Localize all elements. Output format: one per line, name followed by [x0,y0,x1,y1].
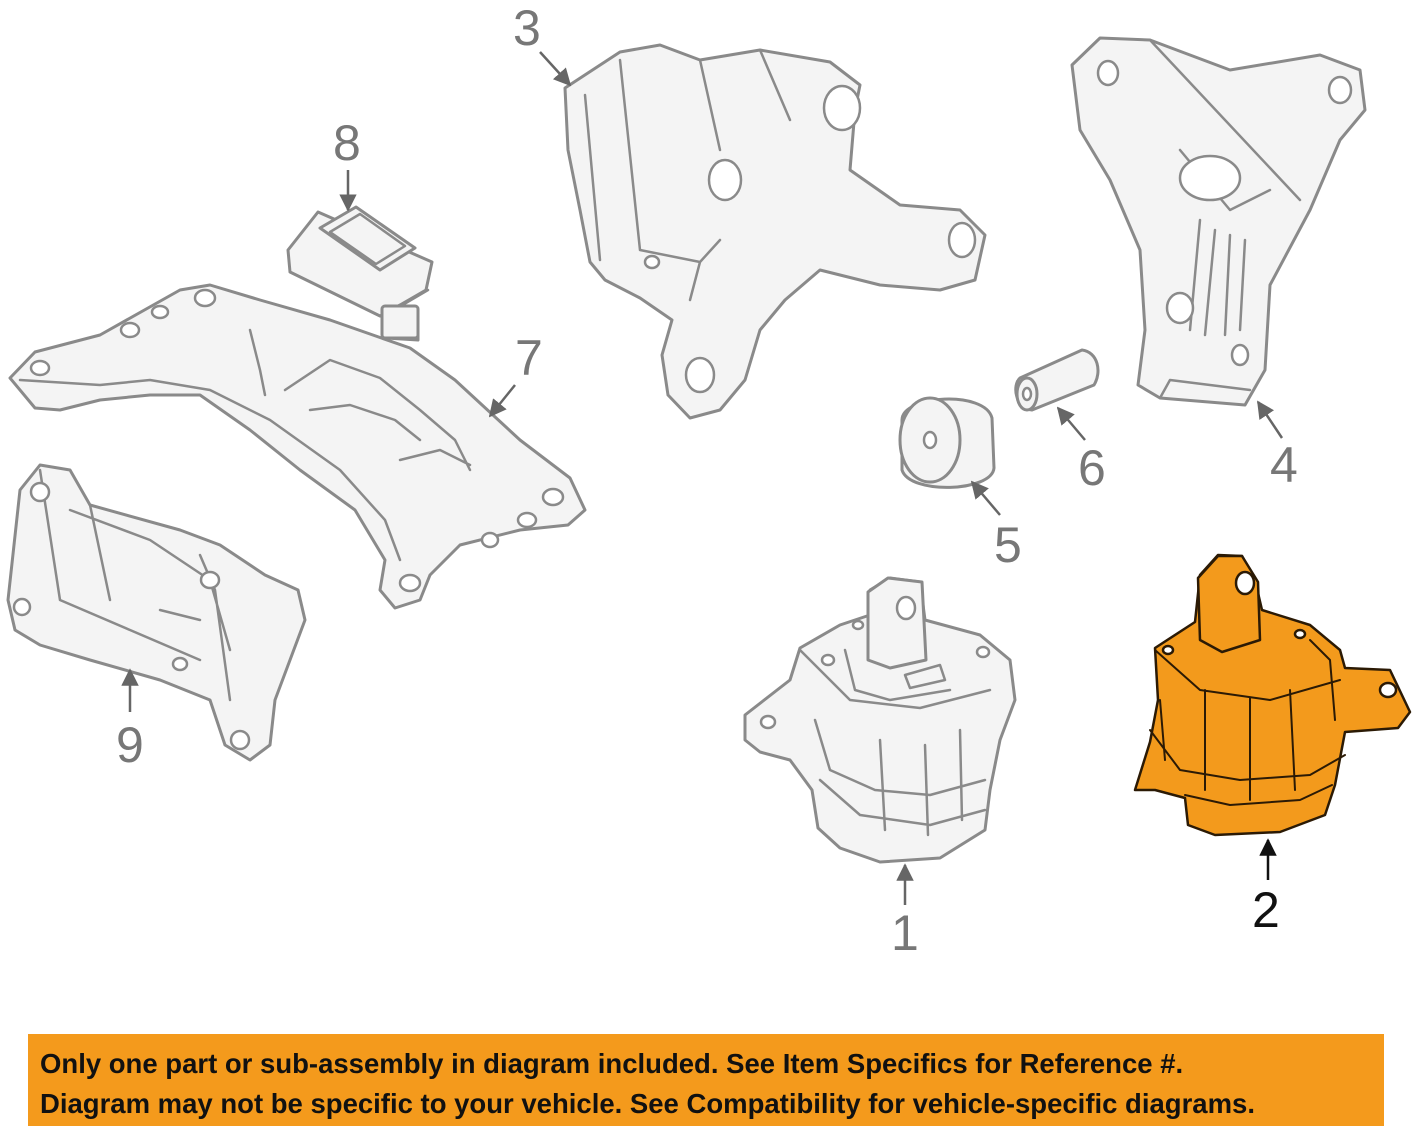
part-7-transmission-crossmember [8,283,587,610]
part-8-transmission-mount [286,205,434,342]
callout-number-5: 5 [994,517,1022,573]
part-6-spacer-sleeve [1014,348,1100,412]
disclaimer-line-2: Diagram may not be specific to your vehi… [40,1088,1255,1119]
callout-number-7: 7 [515,330,543,386]
disclaimer-line-1: Only one part or sub-assembly in diagram… [40,1048,1184,1079]
callout-number-3: 3 [513,0,541,56]
part-1-engine-mount [743,576,1017,864]
callout-number-1: 1 [891,905,919,961]
part-3-engine-support-bracket [563,43,987,420]
part-5-bushing [898,396,996,489]
part-4-mount-bracket [1070,36,1367,407]
parts-diagram: 3 8 7 4 6 5 9 1 2 [6,0,1412,961]
callout-arrow-3 [539,51,572,87]
callout-number-8: 8 [333,115,361,171]
callout-number-4: 4 [1270,437,1298,493]
part-9-support-bracket [6,463,307,762]
part-2-engine-mount-highlighted [1133,553,1412,837]
disclaimer-banner: Only one part or sub-assembly in diagram… [28,1034,1384,1126]
callout-arrow-5 [970,480,1001,516]
callout-arrow-4 [1256,400,1284,439]
callout-number-6: 6 [1078,440,1106,496]
callout-number-9: 9 [116,717,144,773]
callout-number-2: 2 [1252,882,1280,938]
callout-arrow-6 [1056,406,1086,441]
callout-arrow-7 [488,384,516,418]
